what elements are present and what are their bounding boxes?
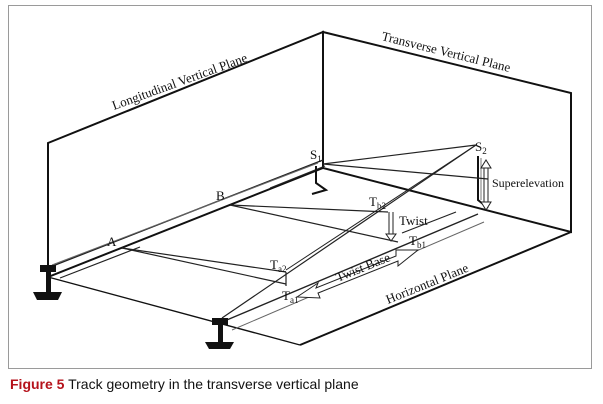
transverse-plane <box>322 30 572 234</box>
point-s2-label: S2 <box>475 139 487 156</box>
line-s1-horizontal <box>322 163 489 180</box>
twist-label: Twist <box>399 213 428 228</box>
line-s2-ta <box>285 144 477 271</box>
point-tb2-label: Tb2 <box>369 194 386 211</box>
point-ta2-label: Ta2 <box>270 257 286 274</box>
point-b-label: B <box>216 188 225 203</box>
figure-frame <box>8 5 592 369</box>
horizontal-plane-right-edge <box>299 231 572 346</box>
right-rail-section <box>205 318 234 349</box>
horizontal-plane-label: Horizontal Plane <box>384 260 471 307</box>
line-a-ta2 <box>121 247 287 273</box>
point-a-label: A <box>107 234 117 249</box>
left-rail <box>44 159 326 279</box>
line-b-tb1 <box>229 204 399 243</box>
horizontal-plane-front-edge <box>47 276 301 346</box>
figure-caption: Figure 5 Track geometry in the transvers… <box>10 376 359 392</box>
line-s1-s2 <box>322 144 477 165</box>
superelevation-arrow <box>480 159 492 211</box>
longitudinal-plane-label: Longitudinal Vertical Plane <box>110 50 249 113</box>
caption-text: Track geometry in the transverse vertica… <box>68 376 359 392</box>
rail-section-s1 <box>311 166 329 195</box>
point-s1-label: S1 <box>310 147 322 164</box>
point-ta1-label: Ta1 <box>282 288 298 305</box>
left-rail-section <box>33 265 62 300</box>
point-tb1-label: Tb1 <box>409 233 426 250</box>
line-b-tb2 <box>229 204 389 213</box>
longitudinal-plane <box>47 30 324 279</box>
twist-arrow <box>385 212 397 242</box>
line-a-ta1 <box>121 247 287 285</box>
figure-label: Figure 5 <box>10 376 65 392</box>
superelevation-label: Superelevation <box>492 176 564 190</box>
twist-base-arrow <box>295 249 420 299</box>
